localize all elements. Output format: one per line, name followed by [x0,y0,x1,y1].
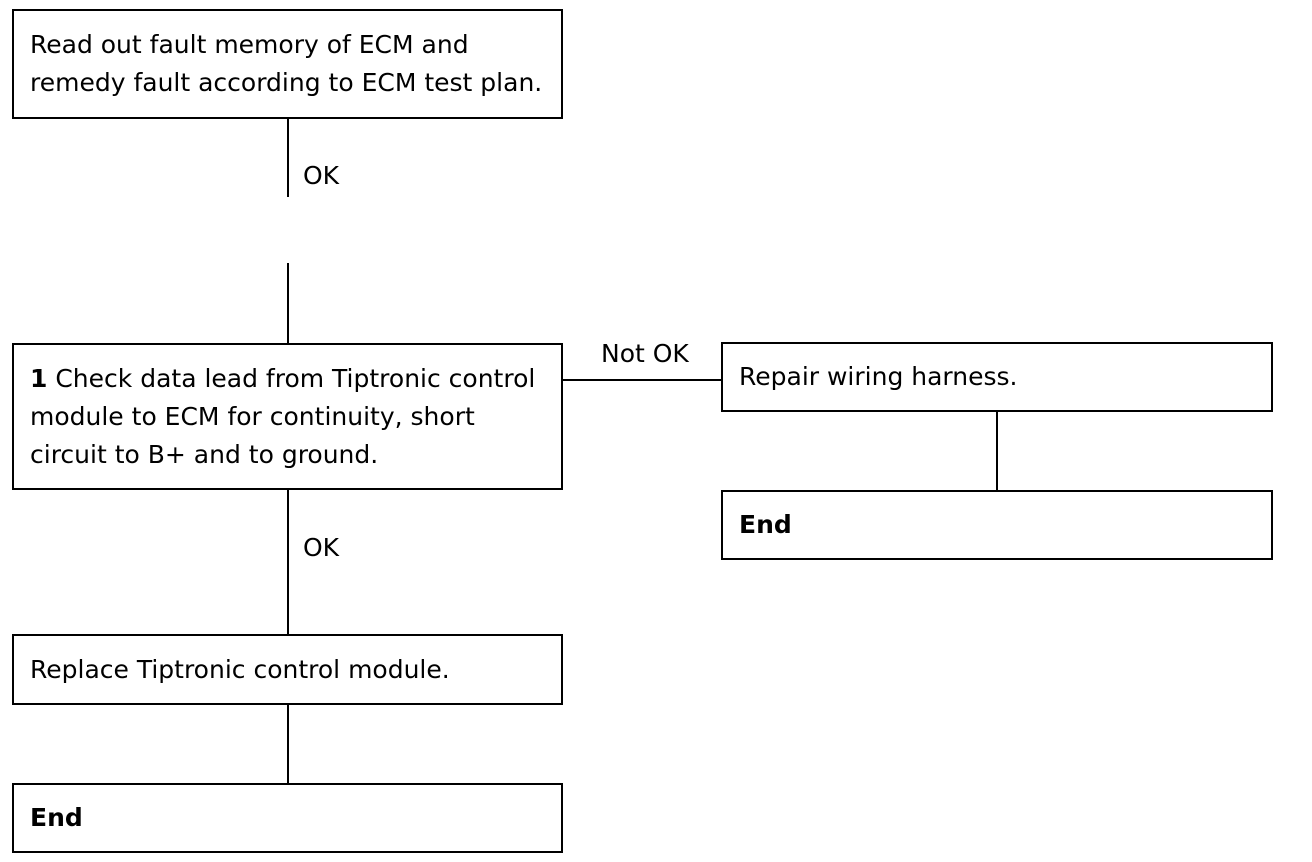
connector-top-upper [287,119,289,197]
step-check-data-lead-text: 1 Check data lead from Tiptronic control… [30,360,545,474]
connector-not-ok [563,379,722,381]
label-not-ok: Not OK [601,339,689,368]
step-replace-module-text: Replace Tiptronic control module. [30,654,450,684]
step-read-fault-memory: Read out fault memory of ECM and remedy … [12,9,563,119]
step-check-data-lead-desc: Check data lead from Tiptronic control m… [30,363,536,469]
step-repair-wiring-harness-text: Repair wiring harness. [739,362,1018,391]
label-ok-top: OK [303,161,340,190]
end-bottom: End [12,783,563,853]
end-right-text: End [739,510,792,539]
step-check-data-lead: 1 Check data lead from Tiptronic control… [12,343,563,490]
connector-replace-to-end [287,705,289,784]
step-read-fault-memory-text: Read out fault memory of ECM and remedy … [30,30,543,97]
end-bottom-text: End [30,803,83,832]
step-repair-wiring-harness: Repair wiring harness. [721,342,1273,412]
connector-repair-to-end [996,412,998,491]
connector-top-lower [287,263,289,344]
connector-middle [287,490,289,635]
step-number: 1 [30,363,48,393]
end-right: End [721,490,1273,560]
label-ok-middle: OK [303,533,340,562]
step-replace-module: Replace Tiptronic control module. [12,634,563,705]
